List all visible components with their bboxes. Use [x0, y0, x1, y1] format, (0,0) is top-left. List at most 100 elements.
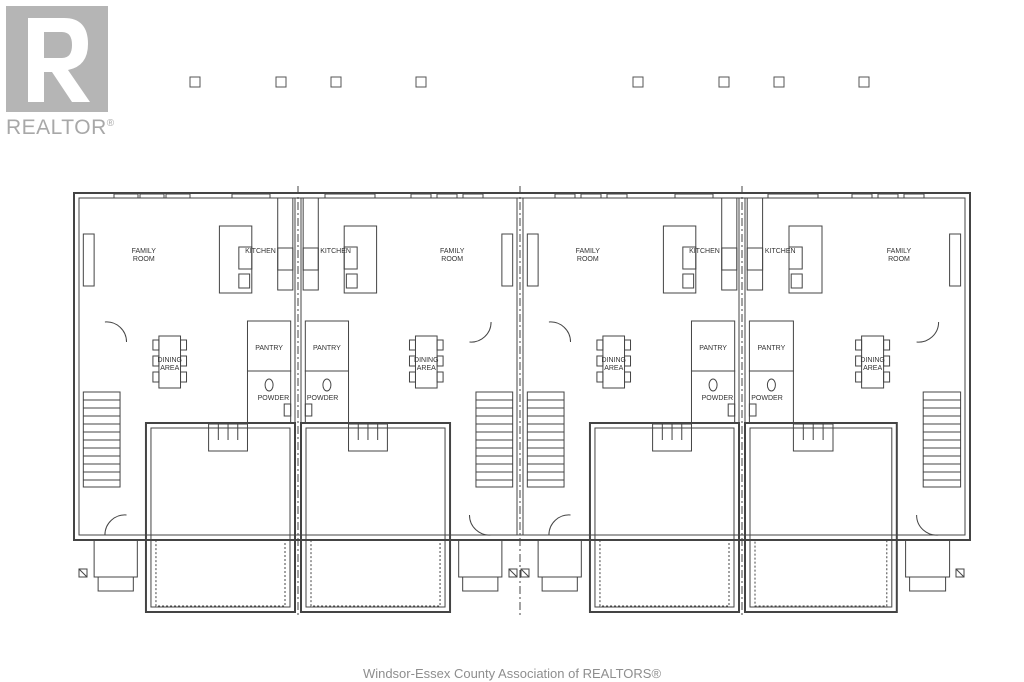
window — [139, 193, 165, 199]
fireplace — [82, 233, 95, 287]
kitchen-sink — [343, 246, 358, 270]
porch — [537, 539, 582, 578]
garage-inner-wall — [749, 427, 893, 608]
building-outline — [73, 186, 971, 615]
dining-chair — [624, 371, 632, 383]
dining-chair — [180, 371, 188, 383]
window — [324, 193, 376, 199]
label-powder: POWDER — [258, 395, 290, 402]
door-swing — [469, 321, 492, 343]
dining-chair — [855, 371, 863, 383]
vanity — [727, 403, 736, 417]
window — [436, 193, 458, 199]
garage-wall — [588, 422, 741, 613]
window — [877, 193, 899, 199]
door-swing — [916, 514, 939, 536]
stove — [302, 247, 319, 271]
dining-chair — [152, 339, 160, 351]
kitchen-sink — [238, 246, 253, 270]
vanity — [283, 403, 292, 417]
dining-chair — [408, 339, 416, 351]
dining-chair — [152, 355, 160, 367]
dining-chair — [408, 371, 416, 383]
dining-chair — [883, 371, 891, 383]
fireplace — [526, 233, 539, 287]
kitchen-sink — [788, 246, 803, 270]
dining-chair — [180, 355, 188, 367]
dining-chair — [855, 355, 863, 367]
kitchen-island — [788, 225, 823, 294]
dining-chair — [855, 339, 863, 351]
stove — [277, 247, 294, 271]
fireplace — [501, 233, 514, 287]
dining-chair — [883, 355, 891, 367]
label-powder: POWDER — [751, 395, 783, 402]
grid-markers — [189, 76, 870, 88]
powder-wall — [304, 370, 350, 424]
garage-door — [310, 539, 441, 607]
porch — [458, 539, 503, 578]
window — [231, 193, 271, 199]
porch-step — [97, 576, 134, 592]
grid-marker — [189, 76, 201, 88]
powder-wall — [246, 370, 292, 424]
dining-chair — [436, 339, 444, 351]
realtor-r-icon — [6, 6, 108, 112]
kitchen-counter — [746, 197, 764, 291]
garage-wall — [144, 422, 296, 613]
dishwasher — [790, 273, 803, 289]
grid-marker — [415, 76, 427, 88]
stove — [746, 247, 764, 271]
porch — [905, 539, 951, 578]
vent-cross — [78, 568, 88, 578]
grid-marker — [858, 76, 870, 88]
dining-chair — [436, 355, 444, 367]
vanity — [304, 403, 313, 417]
garage-wall — [744, 422, 898, 613]
grid-marker — [330, 76, 342, 88]
vent — [508, 568, 518, 578]
door-swing — [548, 321, 572, 343]
toilet — [322, 378, 332, 392]
grid-marker — [632, 76, 644, 88]
label-kitchen: KITCHEN — [320, 248, 351, 255]
garage-door — [754, 539, 888, 607]
label-pantry: PANTRY — [699, 345, 727, 352]
porch-step — [541, 576, 578, 592]
dishwasher — [682, 273, 695, 289]
porch-step — [909, 576, 947, 592]
vent — [78, 568, 88, 578]
vent — [520, 568, 530, 578]
vent-cross — [520, 568, 530, 578]
garage-inner-wall — [305, 427, 446, 608]
door-swing — [468, 514, 492, 536]
dining-chair — [596, 371, 604, 383]
dishwasher — [345, 273, 358, 289]
label-kitchen: KITCHEN — [765, 248, 796, 255]
label-pantry: PANTRY — [758, 345, 786, 352]
vent-cross — [955, 568, 965, 578]
vanity — [748, 403, 757, 417]
window — [767, 193, 819, 199]
kitchen-counter — [277, 197, 294, 291]
footer-credit: Windsor-Essex County Association of REAL… — [362, 666, 662, 681]
dining-chair — [436, 371, 444, 383]
door-swing — [104, 514, 127, 536]
garage-door — [599, 539, 730, 607]
interior-wall-line — [78, 197, 966, 536]
garage-wall — [300, 422, 452, 613]
kitchen-counter — [302, 197, 319, 291]
kitchen-sink — [682, 246, 697, 270]
kitchen-island — [662, 225, 697, 294]
kitchen-island — [218, 225, 253, 294]
toilet — [766, 378, 776, 392]
dining-chair — [152, 371, 160, 383]
